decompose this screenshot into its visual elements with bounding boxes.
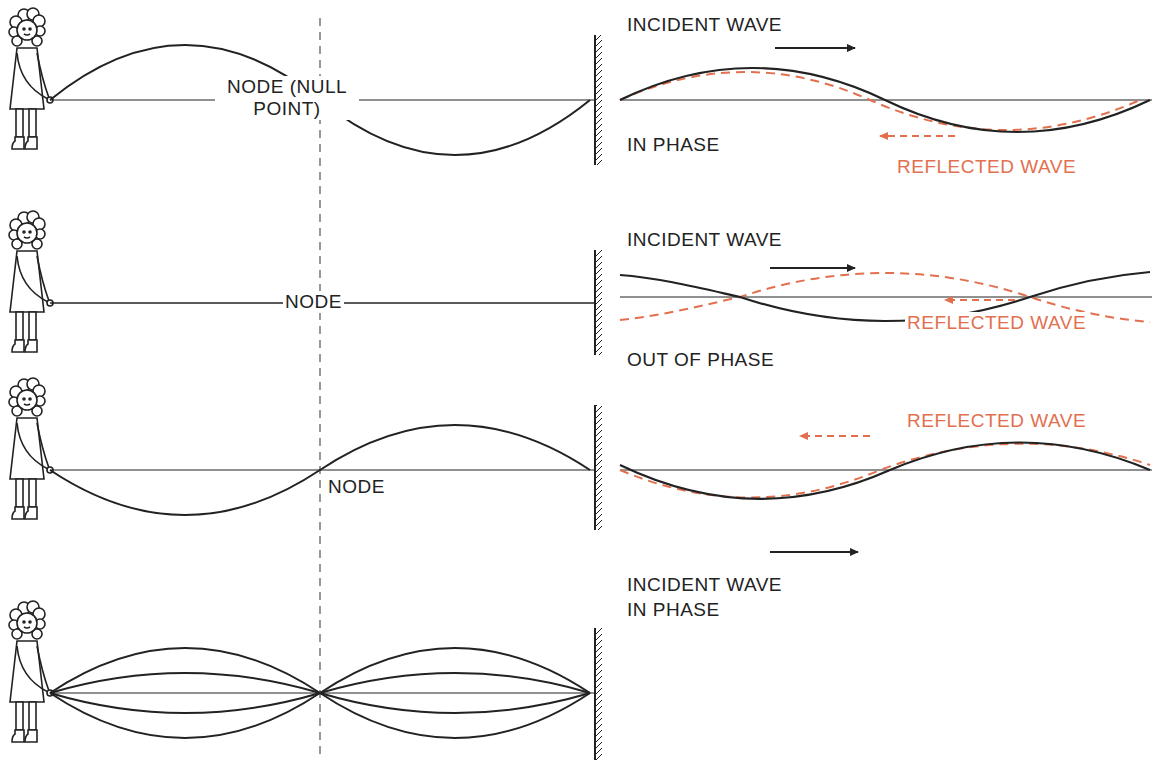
node-guide-line: [319, 18, 320, 760]
wall: [595, 35, 602, 760]
girl-figure: [9, 378, 53, 519]
girl-figure: [9, 211, 53, 352]
phase-label: IN PHASE: [625, 599, 722, 621]
node-label: NODE: [326, 476, 387, 498]
wave-label: REFLECTED WAVE: [895, 156, 1078, 178]
phase-label: OUT OF PHASE: [625, 349, 776, 371]
girl-figure: [9, 601, 53, 742]
wave-label: INCIDENT WAVE: [625, 574, 784, 596]
node-label: NODE (NULL POINT): [215, 76, 359, 120]
rope: [50, 45, 595, 738]
node-label: NODE: [283, 291, 344, 313]
phase-label: IN PHASE: [625, 134, 722, 156]
girl-figure: [9, 8, 53, 149]
wave-label: REFLECTED WAVE: [905, 410, 1088, 432]
wave-plot: [620, 48, 1152, 552]
wave-label: INCIDENT WAVE: [625, 229, 784, 251]
wave-label: REFLECTED WAVE: [905, 312, 1088, 334]
wave-label: INCIDENT WAVE: [625, 14, 784, 36]
